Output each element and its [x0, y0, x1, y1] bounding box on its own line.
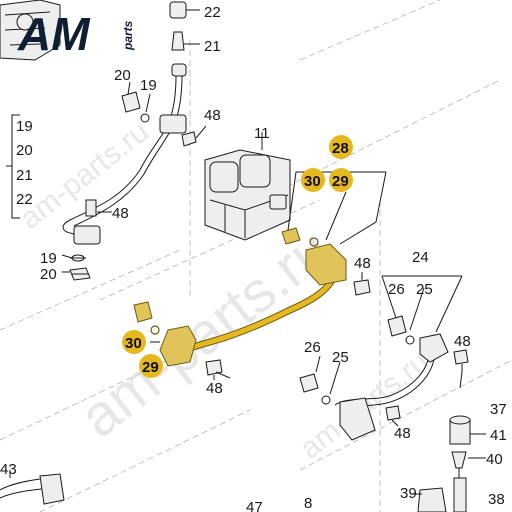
callout-48-d: 48 [206, 380, 223, 397]
callout-48-f: 48 [454, 333, 471, 350]
callout-48-b: 48 [112, 205, 129, 222]
callout-29-a: 29 [332, 173, 349, 190]
bracket-upper [121, 91, 150, 123]
callout-47: 47 [246, 499, 263, 512]
callout-29-b-highlight [139, 354, 163, 378]
bracket-label-20: 20 [16, 142, 33, 159]
callout-28-highlight [329, 135, 353, 159]
callout-11: 11 [254, 125, 270, 142]
callout-20-a: 20 [114, 67, 131, 84]
callout-43: 43 [0, 461, 17, 478]
lower-left-pipe [0, 470, 65, 505]
callout-19-b: 19 [40, 250, 57, 267]
callout-38: 38 [488, 491, 505, 508]
callout-24: 24 [412, 249, 429, 266]
callout-30-a: 30 [304, 173, 321, 190]
callout-20-b: 20 [40, 266, 57, 283]
callout-30-b: 30 [125, 335, 142, 352]
callout-37: 37 [490, 401, 507, 418]
callout-41: 41 [490, 427, 507, 444]
logo-mark: AM [17, 8, 91, 60]
right-brake-line [299, 275, 463, 441]
bolt-lower-center [205, 359, 223, 380]
callout-labels: 22 21 20 19 48 11 28 30 29 19 20 21 22 4… [0, 4, 507, 512]
bracket-label-22: 22 [16, 191, 33, 208]
abs-module [204, 132, 291, 241]
callout-40: 40 [486, 451, 503, 468]
callout-28: 28 [332, 140, 349, 157]
callout-26-b: 26 [304, 339, 321, 356]
callout-29-a-highlight [329, 168, 353, 192]
watermark-text-small: am-parts.ru [14, 115, 155, 235]
bracket-label-19: 19 [16, 118, 33, 135]
top-left-assembly [0, 0, 61, 61]
callout-8: 8 [304, 495, 312, 512]
callout-19-a: 19 [140, 77, 157, 94]
callout-48-a: 48 [204, 107, 221, 124]
bracket-lower-left [61, 254, 91, 281]
callout-25-b: 25 [332, 349, 349, 366]
bolt-right [453, 349, 469, 372]
leader-lines [70, 9, 486, 495]
bolt-upper [181, 125, 207, 147]
callout-30-a-highlight [301, 168, 325, 192]
callout-48-c: 48 [354, 255, 371, 272]
callout-22-top: 22 [204, 4, 221, 21]
callout-30-b-highlight [122, 330, 146, 354]
group-bracket-left [6, 114, 20, 219]
bracket-label-21: 21 [16, 167, 33, 184]
right-fittings [449, 415, 484, 512]
highlighted-brake-line [133, 227, 347, 367]
watermark-text: am-parts.ru [68, 216, 342, 450]
callout-25-a: 25 [416, 281, 433, 298]
callout-29-b: 29 [142, 359, 159, 376]
logo-suffix: parts [121, 20, 135, 51]
callout-39: 39 [400, 485, 417, 502]
bolt-center-right [353, 272, 371, 296]
callout-26-a: 26 [388, 281, 405, 298]
callout-48-e: 48 [394, 425, 411, 442]
am-parts-logo: AM parts [17, 8, 135, 60]
callout-21-top: 21 [204, 38, 221, 55]
